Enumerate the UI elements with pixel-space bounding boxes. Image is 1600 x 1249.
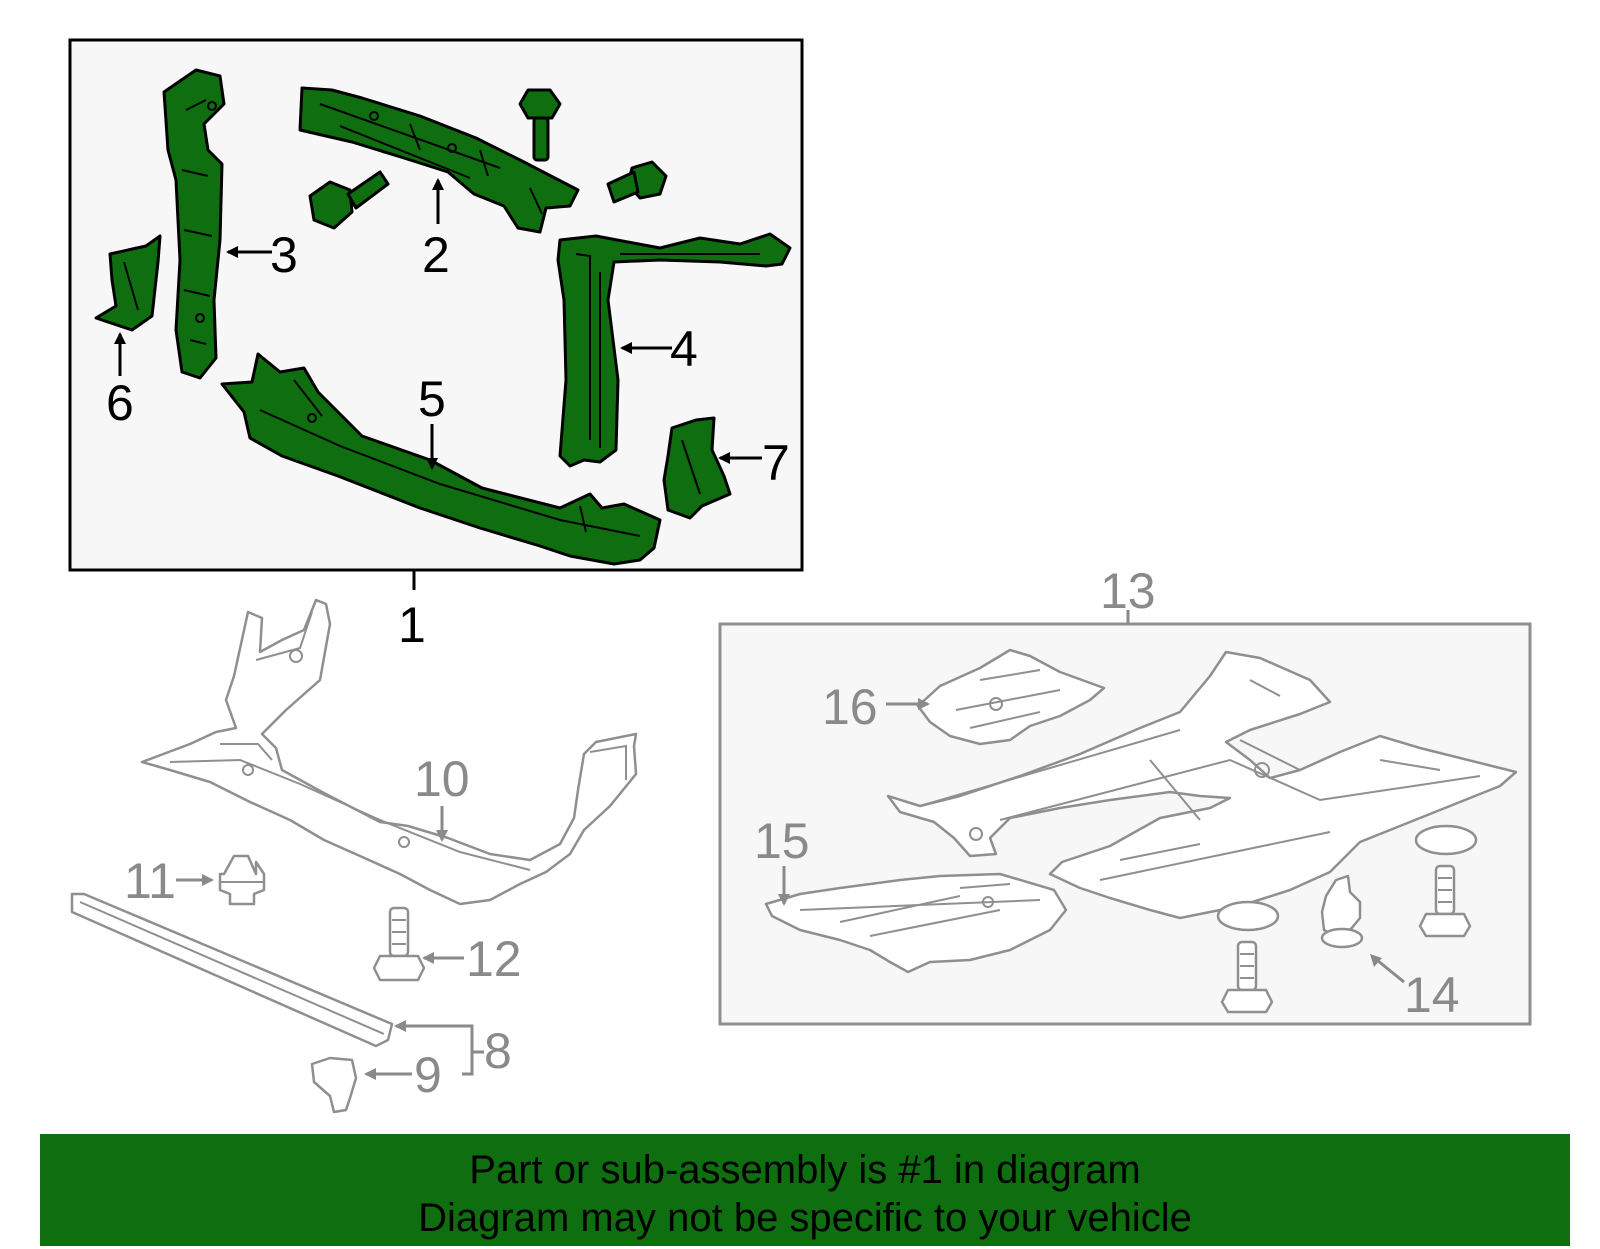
part-12-bolt[interactable]: [372, 906, 426, 982]
part-6-left-bracket[interactable]: [94, 234, 162, 332]
callout-5: 5: [418, 371, 446, 427]
callout-16: 16: [822, 679, 878, 735]
callout-15: 15: [754, 813, 810, 869]
part-14-bolt-left[interactable]: [1220, 940, 1274, 1014]
part-7-right-bracket[interactable]: [662, 416, 732, 520]
bolt-top-center[interactable]: [518, 88, 562, 162]
callout-10: 10: [414, 751, 470, 807]
leaders-right-group: [778, 698, 1405, 984]
callout-7: 7: [762, 435, 790, 491]
callout-12: 12: [466, 931, 522, 987]
part-8-air-guide-strip[interactable]: [70, 892, 394, 1048]
part-10-splash-shield[interactable]: [140, 598, 638, 906]
part-9-bracket[interactable]: [310, 1056, 358, 1114]
part-5-lower-support[interactable]: [220, 352, 662, 566]
callout-9: 9: [414, 1047, 442, 1103]
leaders-left-group: [176, 806, 484, 1080]
callout-1: 1: [398, 597, 426, 653]
part-15-cover[interactable]: [764, 872, 1068, 974]
callout-4: 4: [670, 321, 698, 377]
callout-13: 13: [1100, 563, 1156, 619]
part-2-upper-support[interactable]: [298, 86, 580, 234]
callout-3: 3: [270, 227, 298, 283]
part-4-right-side-support[interactable]: [556, 232, 792, 468]
callout-6: 6: [106, 375, 134, 431]
leaders-subassembly: [114, 178, 762, 470]
part-14-bolt-right[interactable]: [1418, 864, 1472, 938]
banner-line-1: Part or sub-assembly is #1 in diagram: [469, 1148, 1141, 1192]
bolt-right-angled[interactable]: [606, 160, 668, 204]
callout-2: 2: [422, 227, 450, 283]
part-16-small-cover[interactable]: [916, 648, 1106, 746]
callout-11: 11: [124, 853, 176, 909]
part-14-washer-right[interactable]: [1414, 824, 1478, 856]
callout-14: 14: [1404, 967, 1460, 1023]
part-14-washer-left[interactable]: [1216, 900, 1280, 932]
part-3-left-side-support[interactable]: [162, 68, 226, 380]
bolt-left-angled[interactable]: [308, 170, 390, 230]
notice-banner: Part or sub-assembly is #1 in diagram Di…: [40, 1134, 1570, 1246]
part-13-undercover[interactable]: [886, 650, 1518, 920]
callout-8: 8: [484, 1023, 512, 1079]
banner-line-2: Diagram may not be specific to your vehi…: [418, 1196, 1192, 1240]
part-14-nut[interactable]: [1320, 874, 1364, 949]
part-11-clip[interactable]: [218, 854, 266, 906]
